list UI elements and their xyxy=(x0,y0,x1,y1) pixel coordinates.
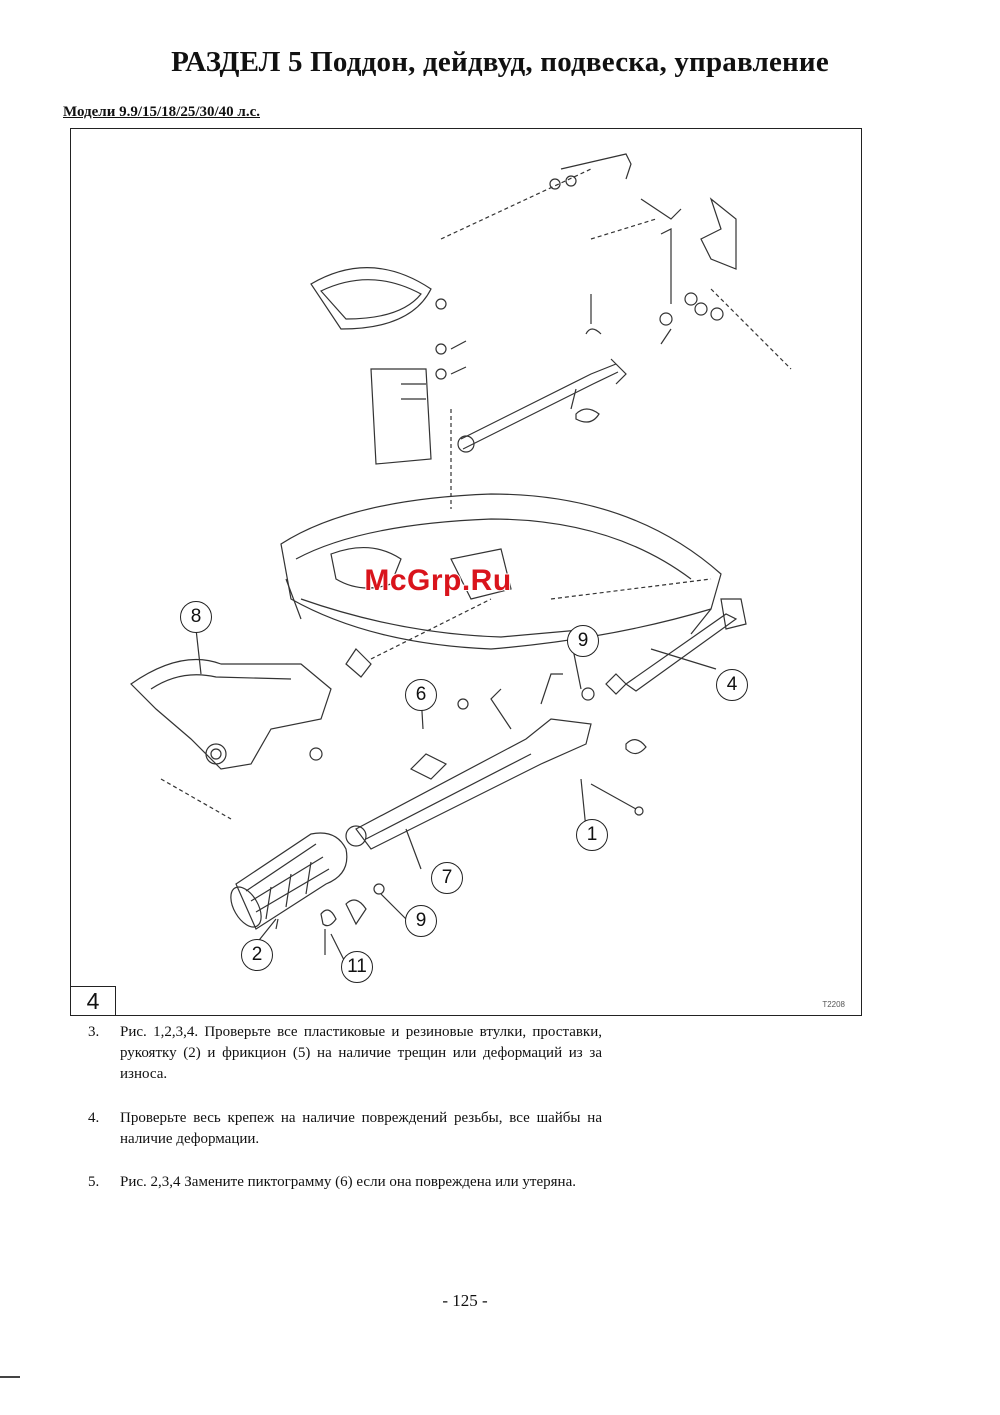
callout-2: 2 xyxy=(241,939,273,971)
callout-4: 4 xyxy=(716,669,748,701)
callout-9-top: 9 xyxy=(567,625,599,657)
scan-edge-mark xyxy=(0,1376,20,1378)
page-title: РАЗДЕЛ 5 Поддон, дейдвуд, подвеска, упра… xyxy=(171,46,829,78)
instruction-item: 3. Рис. 1,2,3,4. Проверьте все пластиков… xyxy=(88,1022,602,1085)
instruction-text: Рис. 1,2,3,4. Проверьте все пластиковые … xyxy=(120,1024,602,1082)
watermark: McGrp.Ru xyxy=(363,563,512,598)
instruction-number: 5. xyxy=(88,1174,100,1190)
figure-number: 4 xyxy=(70,986,116,1016)
callout-7: 7 xyxy=(431,862,463,894)
callout-8: 8 xyxy=(180,601,212,633)
instruction-item: 4. Проверьте весь крепеж на наличие повр… xyxy=(88,1108,602,1150)
exploded-diagram xyxy=(130,153,792,965)
figure-frame: 8 9 4 6 1 7 2 9 11 4 T2208 xyxy=(70,128,862,1016)
callout-6: 6 xyxy=(405,679,437,711)
models-subtitle: Модели 9.9/15/18/25/30/40 л.с. xyxy=(63,104,260,120)
instruction-text: Проверьте весь крепеж на наличие поврежд… xyxy=(120,1110,602,1147)
callout-11: 11 xyxy=(341,951,373,983)
instruction-number: 4. xyxy=(88,1110,100,1126)
instruction-item: 5. Рис. 2,3,4 Замените пиктограмму (6) е… xyxy=(88,1172,602,1193)
callout-9-bottom: 9 xyxy=(405,905,437,937)
figure-code: T2208 xyxy=(822,1000,845,1009)
instruction-text: Рис. 2,3,4 Замените пиктограмму (6) если… xyxy=(120,1174,576,1190)
instruction-number: 3. xyxy=(88,1024,100,1040)
page-number: - 125 - xyxy=(442,1291,488,1310)
callout-1: 1 xyxy=(576,819,608,851)
